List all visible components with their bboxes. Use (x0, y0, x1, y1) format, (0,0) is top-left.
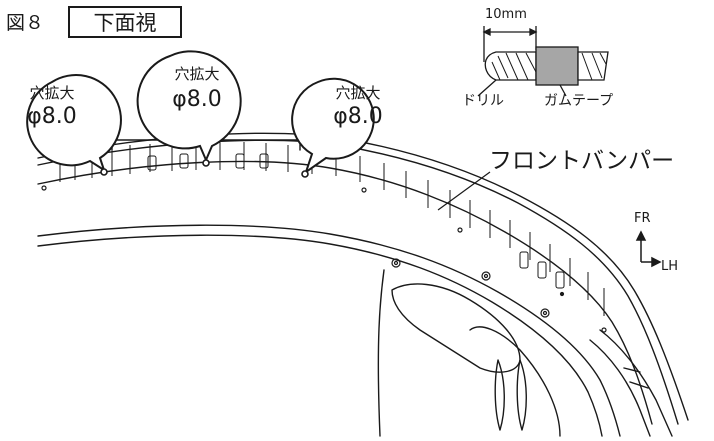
bumper-outer-edge (37, 132, 689, 421)
view-title-box: 下面視 (68, 6, 182, 38)
floor-opening-1 (494, 359, 505, 431)
callout-right-diameter: φ8.0 (333, 104, 383, 129)
drill-inset (477, 26, 609, 97)
drill-bit-body (484, 51, 537, 81)
orientation-arrows (635, 230, 662, 268)
callout-right-label: 穴拡大 (335, 84, 381, 102)
callout-left-diameter: φ8.0 (27, 104, 77, 129)
tape-label: ガムテープ (544, 93, 614, 109)
drill-label: ドリル (462, 93, 504, 109)
figure-number: 図８ (6, 12, 45, 34)
orientation-lh-label: LH (661, 259, 679, 274)
callout-bubble-center (136, 50, 242, 163)
callout-center-label: 穴拡大 (174, 65, 220, 83)
orientation-fr-label: FR (634, 211, 651, 226)
enlarged-holes (100, 159, 309, 178)
callout-bubbles (26, 50, 375, 175)
floor-panel (377, 269, 385, 437)
floor-panel-rib (391, 283, 521, 373)
callout-left-label: 穴拡大 (29, 84, 75, 102)
body-panel-edge-2 (37, 234, 603, 437)
frame-rail-2 (589, 339, 651, 437)
callout-bubble-left (26, 74, 122, 173)
bolt-holes (41, 185, 607, 333)
frame-rail-3 (623, 367, 649, 389)
callout-bubble-right (291, 77, 375, 175)
bumper-inner-edge (37, 160, 653, 425)
bumper-leader-line (437, 171, 491, 211)
view-title: 下面視 (93, 11, 157, 35)
dimension-label: 10mm (485, 7, 527, 22)
gum-tape (535, 46, 579, 86)
bumper-ribs (59, 142, 605, 316)
callout-center-diameter: φ8.0 (172, 87, 222, 112)
part-label: フロントバンパー (489, 148, 675, 174)
body-panel-edge (37, 224, 621, 437)
floor-panel-rib-2 (469, 326, 561, 437)
floor-opening-2 (516, 359, 527, 431)
frame-rail (599, 329, 673, 437)
